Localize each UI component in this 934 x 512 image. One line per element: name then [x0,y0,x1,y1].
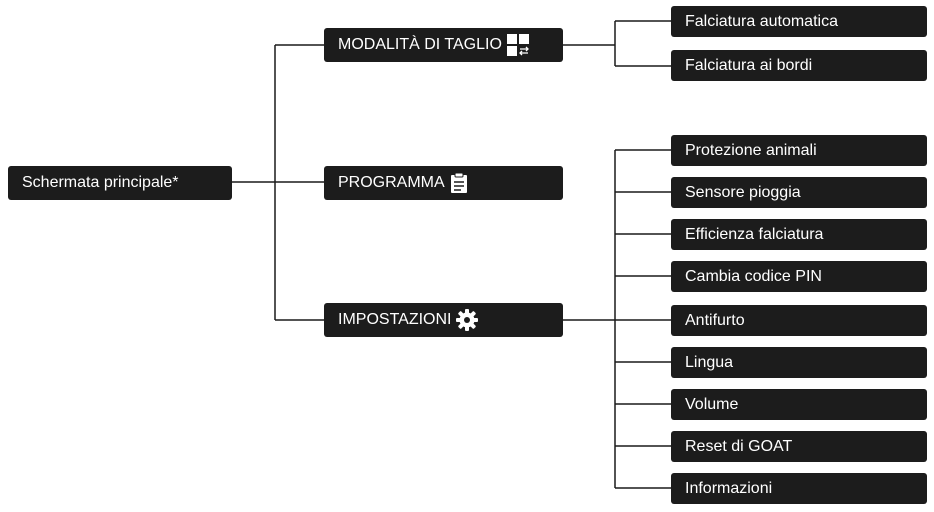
gear-icon [456,309,479,331]
leaf-node-label: Protezione animali [685,141,817,159]
leaf-node-label: Sensore pioggia [685,183,801,201]
leaf-node-label: Cambia codice PIN [685,267,822,285]
leaf-node-label: Volume [685,395,739,413]
leaf-node-antifurto[interactable]: Antifurto [671,305,927,336]
root-node-label: Schermata principale* [22,174,179,191]
leaf-node-sensore-pioggia[interactable]: Sensore pioggia [671,177,927,208]
leaf-node-label: Informazioni [685,479,773,497]
leaf-node-informazioni[interactable]: Informazioni [671,473,927,504]
leaf-node-falciatura-ai-bordi[interactable]: Falciatura ai bordi [671,50,927,81]
branch-node-programma[interactable]: PROGRAMMA [324,166,563,200]
leaf-node-reset-di-goat[interactable]: Reset di GOAT [671,431,927,462]
leaf-node-label: Falciatura automatica [685,12,838,30]
root-node[interactable]: Schermata principale* [8,166,232,200]
leaf-node-label: Falciatura ai bordi [685,56,813,74]
branch-node-impostazioni[interactable]: IMPOSTAZIONI [324,303,563,337]
leaf-node-efficienza-falciatura[interactable]: Efficienza falciatura [671,219,927,250]
leaf-node-lingua[interactable]: Lingua [671,347,927,378]
leaf-node-falciatura-automatica[interactable]: Falciatura automatica [671,6,927,37]
branch-node-label: PROGRAMMA [338,174,445,191]
leaf-node-label: Reset di GOAT [685,437,793,455]
branch-node-modalita-di-taglio[interactable]: MODALITÀ DI TAGLIO [324,28,563,62]
branch-node-label: MODALITÀ DI TAGLIO [338,36,502,53]
branch-node-label: IMPOSTAZIONI [338,311,452,328]
leaf-node-volume[interactable]: Volume [671,389,927,420]
leaf-node-cambia-codice-pin[interactable]: Cambia codice PIN [671,261,927,292]
leaf-node-label: Lingua [685,353,734,371]
leaf-node-label: Efficienza falciatura [685,225,824,243]
cutting-mode-icon [506,34,531,56]
leaf-node-protezione-animali[interactable]: Protezione animali [671,135,927,166]
leaf-node-label: Antifurto [685,311,745,329]
clipboard-icon [450,172,468,194]
